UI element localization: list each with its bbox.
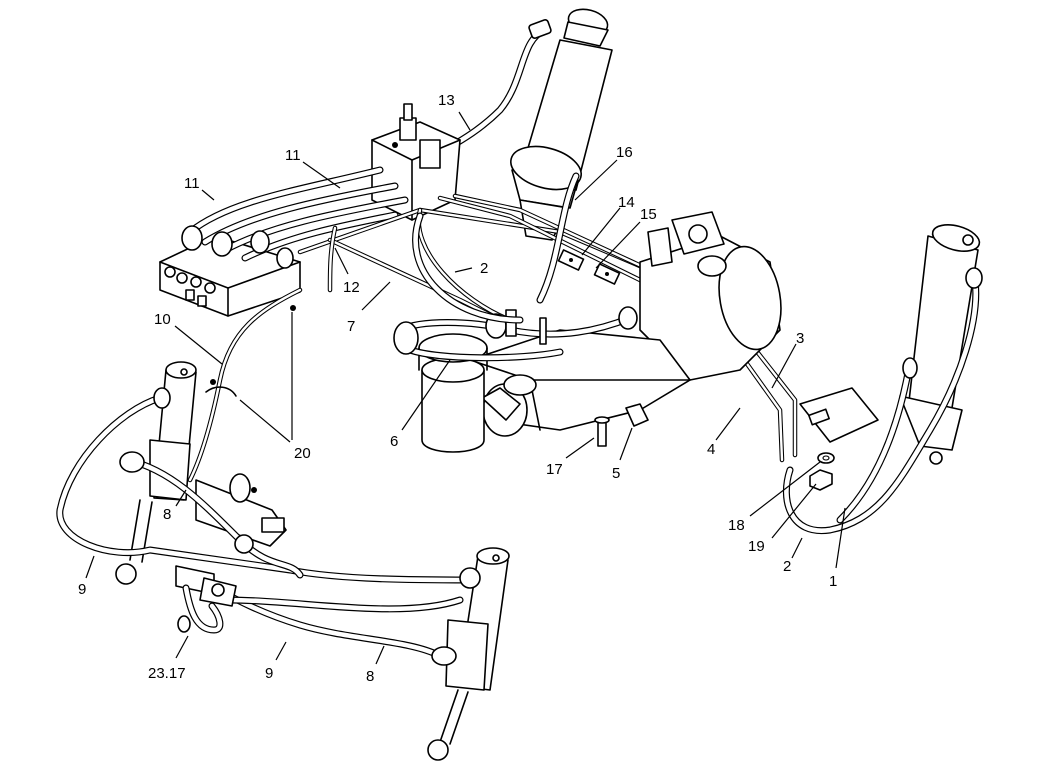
- callout-15: 15: [640, 206, 657, 223]
- lower-hoses: [56, 387, 481, 666]
- callout-16: 16: [616, 144, 633, 161]
- callout-13: 13: [438, 92, 455, 109]
- callout-labels: 1 2 2 3 4 5 6 7 8 8 9 9 10 11 11 12 13 1…: [78, 92, 837, 685]
- tube-10: [187, 287, 303, 483]
- valve-bank-hoses: [181, 166, 409, 269]
- callout-8-left: 8: [163, 506, 171, 523]
- callout-12: 12: [343, 279, 360, 296]
- control-valve-block: [371, 103, 461, 221]
- right-lift-cylinder: [899, 224, 981, 465]
- callout-2-center: 2: [480, 260, 488, 277]
- plug-20: [210, 305, 296, 385]
- bolt-15: [539, 317, 547, 345]
- tube-clamps: [557, 249, 621, 285]
- callout-8-bottom: 8: [366, 668, 374, 685]
- valve-bank: [159, 235, 301, 317]
- callout-2-right: 2: [783, 558, 791, 575]
- top-lift-cylinder: [510, 8, 613, 241]
- callout-3: 3: [796, 330, 804, 347]
- hose-2-center: [412, 172, 580, 324]
- callout-7: 7: [347, 318, 355, 335]
- callout-20: 20: [294, 445, 311, 462]
- fitting-5: [625, 403, 649, 427]
- callout-4: 4: [707, 441, 715, 458]
- callout-11-left: 11: [184, 175, 200, 192]
- callout-17: 17: [546, 461, 563, 478]
- callout-18: 18: [728, 517, 745, 534]
- callout-14: 14: [618, 194, 635, 211]
- callout-9-bottom: 9: [265, 665, 273, 682]
- mounting-plate: [799, 387, 879, 443]
- callout-11-right: 11: [285, 147, 301, 164]
- callout-9-left: 9: [78, 581, 86, 598]
- callout-19: 19: [748, 538, 765, 555]
- filter: [418, 333, 488, 453]
- callout-5: 5: [612, 465, 620, 482]
- right-hose-loop: [782, 267, 983, 535]
- callout-23-17: 23.17: [148, 665, 186, 682]
- bolt-17: [594, 416, 610, 447]
- leader-lines: [85, 111, 846, 665]
- tee-fitting: [175, 565, 237, 607]
- callout-10: 10: [154, 311, 171, 328]
- hose-23-17: [177, 584, 224, 634]
- washer-18: [817, 452, 835, 464]
- callout-1: 1: [829, 573, 837, 590]
- callout-6: 6: [390, 433, 398, 450]
- diverter-valve: [195, 473, 287, 547]
- front-center-cylinder: [427, 547, 510, 761]
